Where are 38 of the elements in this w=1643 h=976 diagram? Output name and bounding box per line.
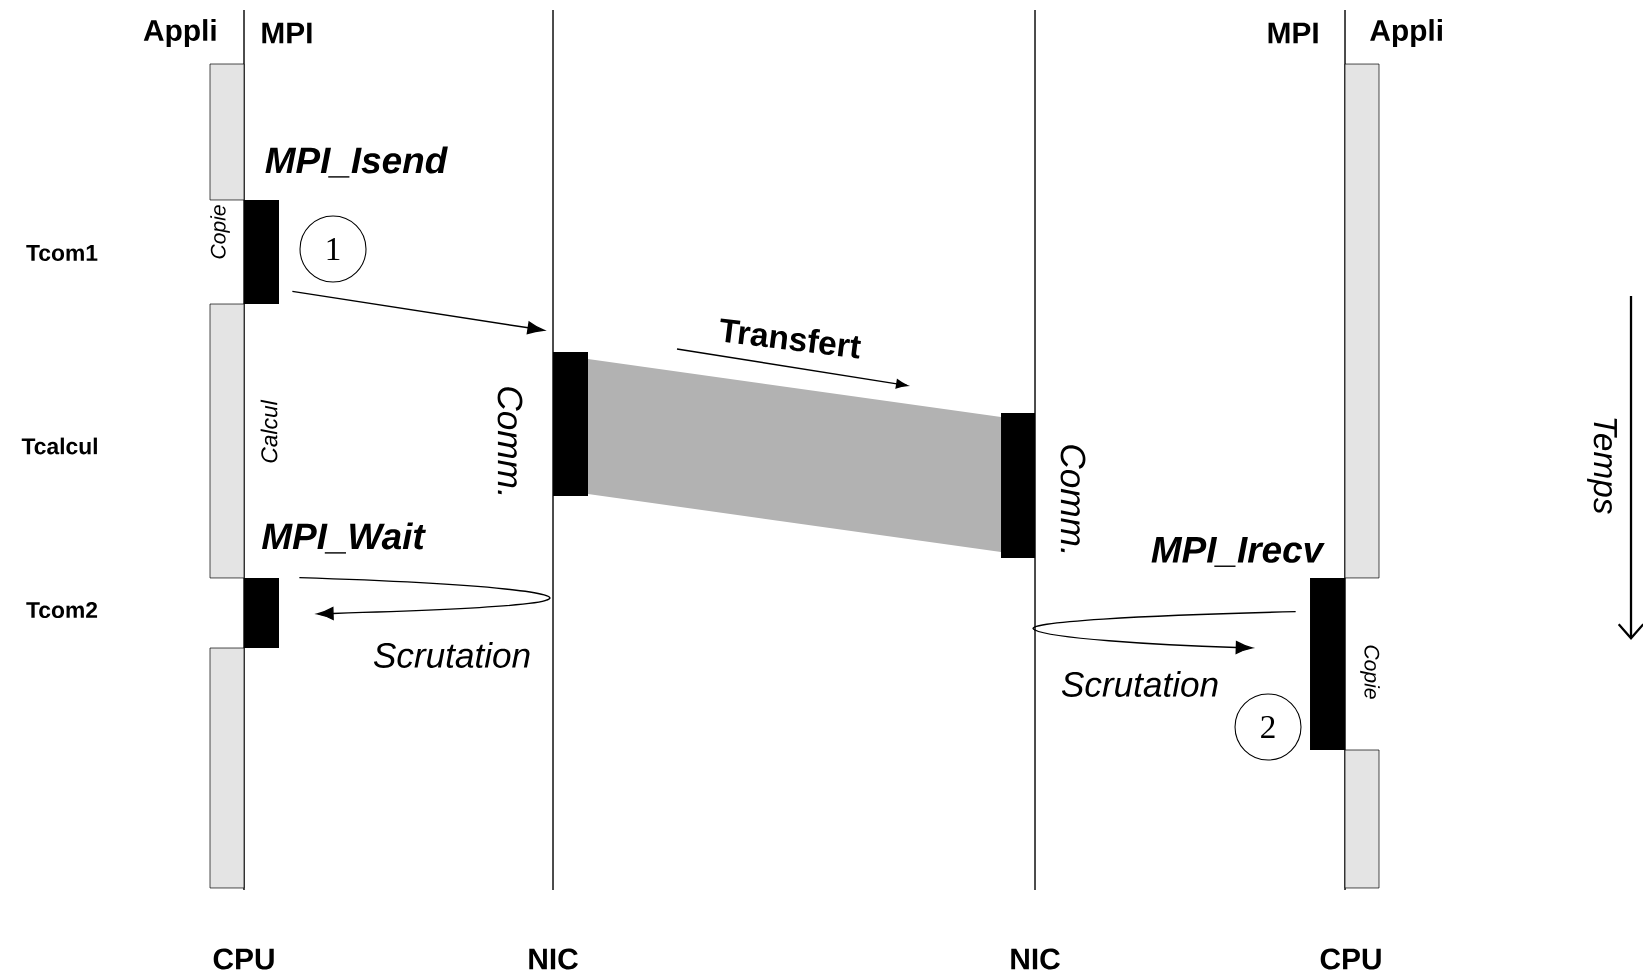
bar-label: Comm. — [497, 387, 523, 495]
activity-block — [1001, 413, 1035, 558]
label: Tcom2 — [26, 601, 98, 619]
callout-number: 1 — [299, 215, 367, 283]
activity-bar — [209, 63, 245, 201]
label: MPI — [1268, 22, 1318, 44]
transfer-band — [588, 359, 1001, 552]
activity-block — [1310, 578, 1345, 750]
label: MPI_Isend — [265, 146, 448, 178]
label: MPI — [262, 22, 312, 44]
edge-label: Scrutation — [371, 640, 533, 670]
activity-block — [244, 578, 279, 648]
activity-bar — [209, 303, 245, 579]
bar-label: Copie — [210, 205, 230, 259]
bar-label: Comm. — [1060, 445, 1086, 553]
activity-bar — [1344, 749, 1380, 889]
label: NIC — [1011, 948, 1060, 970]
label: CPU — [213, 948, 274, 970]
label: NIC — [529, 948, 578, 970]
label: Appli — [143, 19, 216, 47]
label: MPI_Wait — [262, 522, 426, 554]
bar-label: Copie — [1360, 645, 1380, 699]
label: Appli — [1370, 19, 1442, 47]
callout-number: 2 — [1234, 693, 1302, 761]
label: Tcom1 — [26, 245, 98, 261]
activity-bar — [209, 647, 245, 889]
activity-block — [244, 200, 279, 304]
activity-bar — [1344, 63, 1380, 579]
label: CPU — [1320, 948, 1381, 970]
arrow — [291, 290, 545, 335]
edge-label: Scrutation — [1059, 669, 1221, 699]
arrow — [298, 576, 551, 620]
arrow — [1032, 610, 1297, 654]
label: Transfert — [720, 318, 861, 359]
label: Tcalcul — [21, 437, 97, 455]
activity-block — [553, 352, 588, 496]
label: MPI_Irecv — [1151, 537, 1325, 567]
label: Temps — [1587, 418, 1617, 514]
